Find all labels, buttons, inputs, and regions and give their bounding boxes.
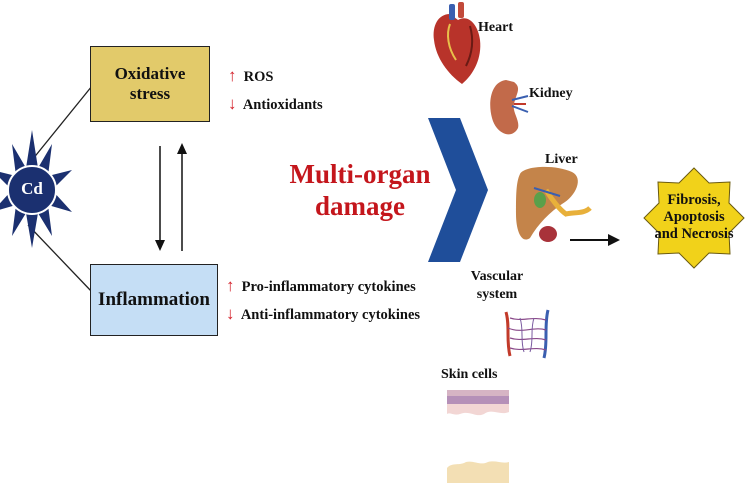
right-arrow-icon xyxy=(570,234,620,246)
liver-label: Liver xyxy=(545,152,578,167)
cd-star-icon xyxy=(0,130,72,248)
effect-pro-inflammatory: ↑ Pro-inflammatory cytokines xyxy=(226,276,416,296)
liver-icon xyxy=(516,166,592,242)
inflammation-box: Inflammation xyxy=(90,264,218,336)
kidney-label: Kidney xyxy=(529,86,573,101)
effect-ros: ↑ ROS xyxy=(228,66,273,86)
title-line1: Multi-organ xyxy=(289,159,431,189)
vascular-label: Vascular system xyxy=(462,268,532,304)
skin-cells-label: Skin cells xyxy=(441,367,498,382)
outcome-starburst xyxy=(643,167,745,269)
skin-layer-icon xyxy=(447,390,509,416)
outcome-label: Fibrosis, Apoptosis and Necrosis xyxy=(644,192,744,243)
down-arrow-icon: ↓ xyxy=(226,304,235,323)
effect-text: Pro-inflammatory cytokines xyxy=(241,279,416,295)
vascular-network-icon xyxy=(504,309,550,359)
outcome-line3: and Necrosis xyxy=(654,226,734,242)
up-arrow-icon: ↑ xyxy=(228,66,237,85)
heart-label: Heart xyxy=(478,20,513,35)
title-line2: damage xyxy=(315,191,405,221)
heart-icon xyxy=(433,2,481,84)
cd-label: Cd xyxy=(21,179,43,198)
up-arrow-icon: ↑ xyxy=(226,276,235,295)
multi-organ-title: Multi-organ damage xyxy=(285,158,435,222)
down-arrow-icon: ↓ xyxy=(228,94,237,113)
effect-anti-inflammatory: ↓ Anti-inflammatory cytokines xyxy=(226,304,420,324)
up-arrow-icon xyxy=(177,143,187,251)
effect-text: Antioxidants xyxy=(242,97,323,113)
chevron-arrow-icon xyxy=(428,118,488,262)
outcome-line1: Fibrosis, xyxy=(667,192,721,208)
vascular-line2: system xyxy=(476,287,518,302)
outcome-line2: Apoptosis xyxy=(663,209,725,225)
vascular-line1: Vascular xyxy=(470,269,524,284)
skin-cells-icon xyxy=(447,461,509,483)
cd-to-inflammation-line xyxy=(27,224,93,293)
cd-to-oxidative-line xyxy=(27,85,93,166)
down-arrow-icon xyxy=(155,146,165,251)
inflammation-label: Inflammation xyxy=(98,289,210,310)
kidney-icon xyxy=(490,80,529,135)
oxidative-stress-line1: Oxidative xyxy=(114,64,186,83)
oxidative-stress-box: Oxidative stress xyxy=(90,46,210,122)
effect-text: ROS xyxy=(243,69,274,85)
effect-antioxidants: ↓ Antioxidants xyxy=(228,94,323,114)
effect-text: Anti-inflammatory cytokines xyxy=(240,307,421,323)
oxidative-stress-line2: stress xyxy=(129,84,171,103)
